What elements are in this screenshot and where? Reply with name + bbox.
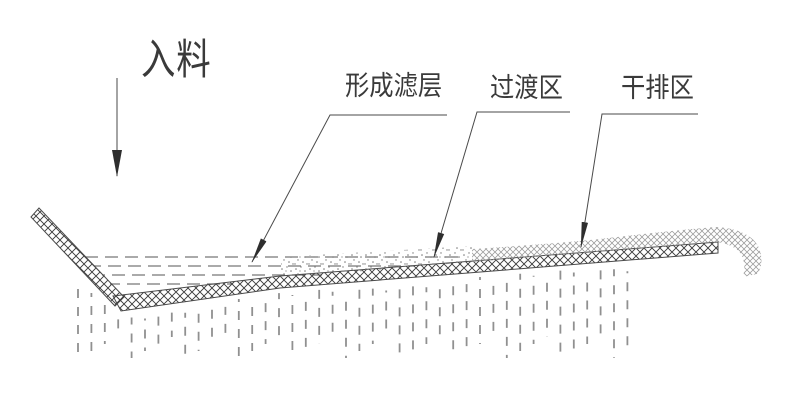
feed-label: 入料 [141, 38, 212, 84]
leader-transition-zone [433, 111, 570, 258]
drainage-dashed-lines [77, 267, 629, 358]
transition-zone-label: 过渡区 [490, 73, 563, 103]
leader-filter-layer [251, 114, 447, 263]
cake-layer-discharge-curl [472, 227, 762, 277]
screen-deck [112, 241, 719, 312]
filter-layer-label: 形成滤层 [345, 71, 443, 101]
transition-material-stipple [281, 246, 472, 278]
dry-discharge-zone-label: 干排区 [621, 73, 694, 103]
leader-dry-discharge-zone [580, 113, 698, 248]
